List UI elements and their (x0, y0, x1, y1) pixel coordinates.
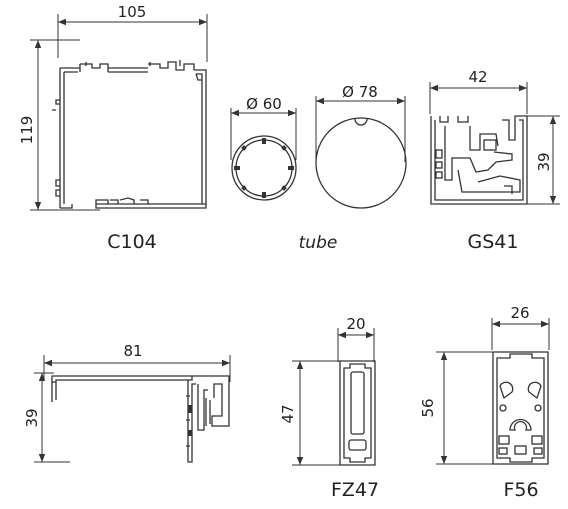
tube-label: tube (299, 233, 338, 253)
bottom-left-height-dimension: 39 (23, 372, 70, 463)
f56-profile: 26 56 F56 (419, 304, 550, 501)
f56-width-dimension: 26 (491, 304, 550, 350)
c104-height-dimension: 119 (18, 39, 100, 211)
c104-profile: 105 119 C104 (18, 3, 208, 253)
tube-small: Ø 60 (230, 95, 297, 201)
gs41-section-outline (430, 115, 528, 205)
fz47-height-value: 47 (279, 404, 297, 423)
gs41-profile: 42 39 GS41 (429, 68, 560, 253)
bottom-left-width-dimension: 81 (43, 342, 231, 382)
gs41-height-dimension: 39 (520, 115, 560, 205)
bottom-left-section-outline (51, 375, 230, 463)
fz47-height-dimension: 47 (279, 360, 344, 466)
gs41-label: GS41 (468, 231, 519, 253)
tube-small-diameter: Ø 60 (246, 95, 282, 113)
fz47-label: FZ47 (331, 479, 379, 501)
f56-section-outline (492, 351, 549, 465)
fz47-section-outline (339, 360, 376, 466)
bottom-left-profile: 81 39 (23, 342, 231, 463)
gs41-width-value: 42 (468, 68, 487, 86)
f56-height-dimension: 56 (419, 351, 500, 465)
f56-label: F56 (503, 479, 538, 501)
c104-width-dimension: 105 (57, 3, 208, 62)
gs41-height-value: 39 (535, 152, 553, 171)
tube-small-ribs (234, 138, 294, 198)
f56-width-value: 26 (510, 304, 529, 322)
tube-large-circle (315, 117, 407, 209)
fz47-width-dimension: 20 (337, 315, 375, 362)
tube-large-diameter: Ø 78 (342, 83, 378, 101)
bottom-left-width-value: 81 (123, 342, 142, 360)
tube-profiles: Ø 60 Ø 78 tube (230, 83, 407, 253)
c104-width-value: 105 (118, 3, 147, 21)
tube-large-slot (354, 118, 368, 126)
gs41-width-dimension: 42 (429, 68, 528, 114)
c104-section-outline (52, 60, 207, 209)
fz47-width-value: 20 (346, 315, 365, 333)
fz47-profile: 20 47 FZ47 (279, 315, 379, 501)
tube-large: Ø 78 (315, 83, 407, 209)
c104-height-value: 119 (18, 116, 36, 145)
bottom-left-height-value: 39 (23, 408, 41, 427)
f56-height-value: 56 (419, 398, 437, 417)
c104-label: C104 (107, 231, 157, 253)
tube-small-outer-circle (231, 135, 297, 201)
